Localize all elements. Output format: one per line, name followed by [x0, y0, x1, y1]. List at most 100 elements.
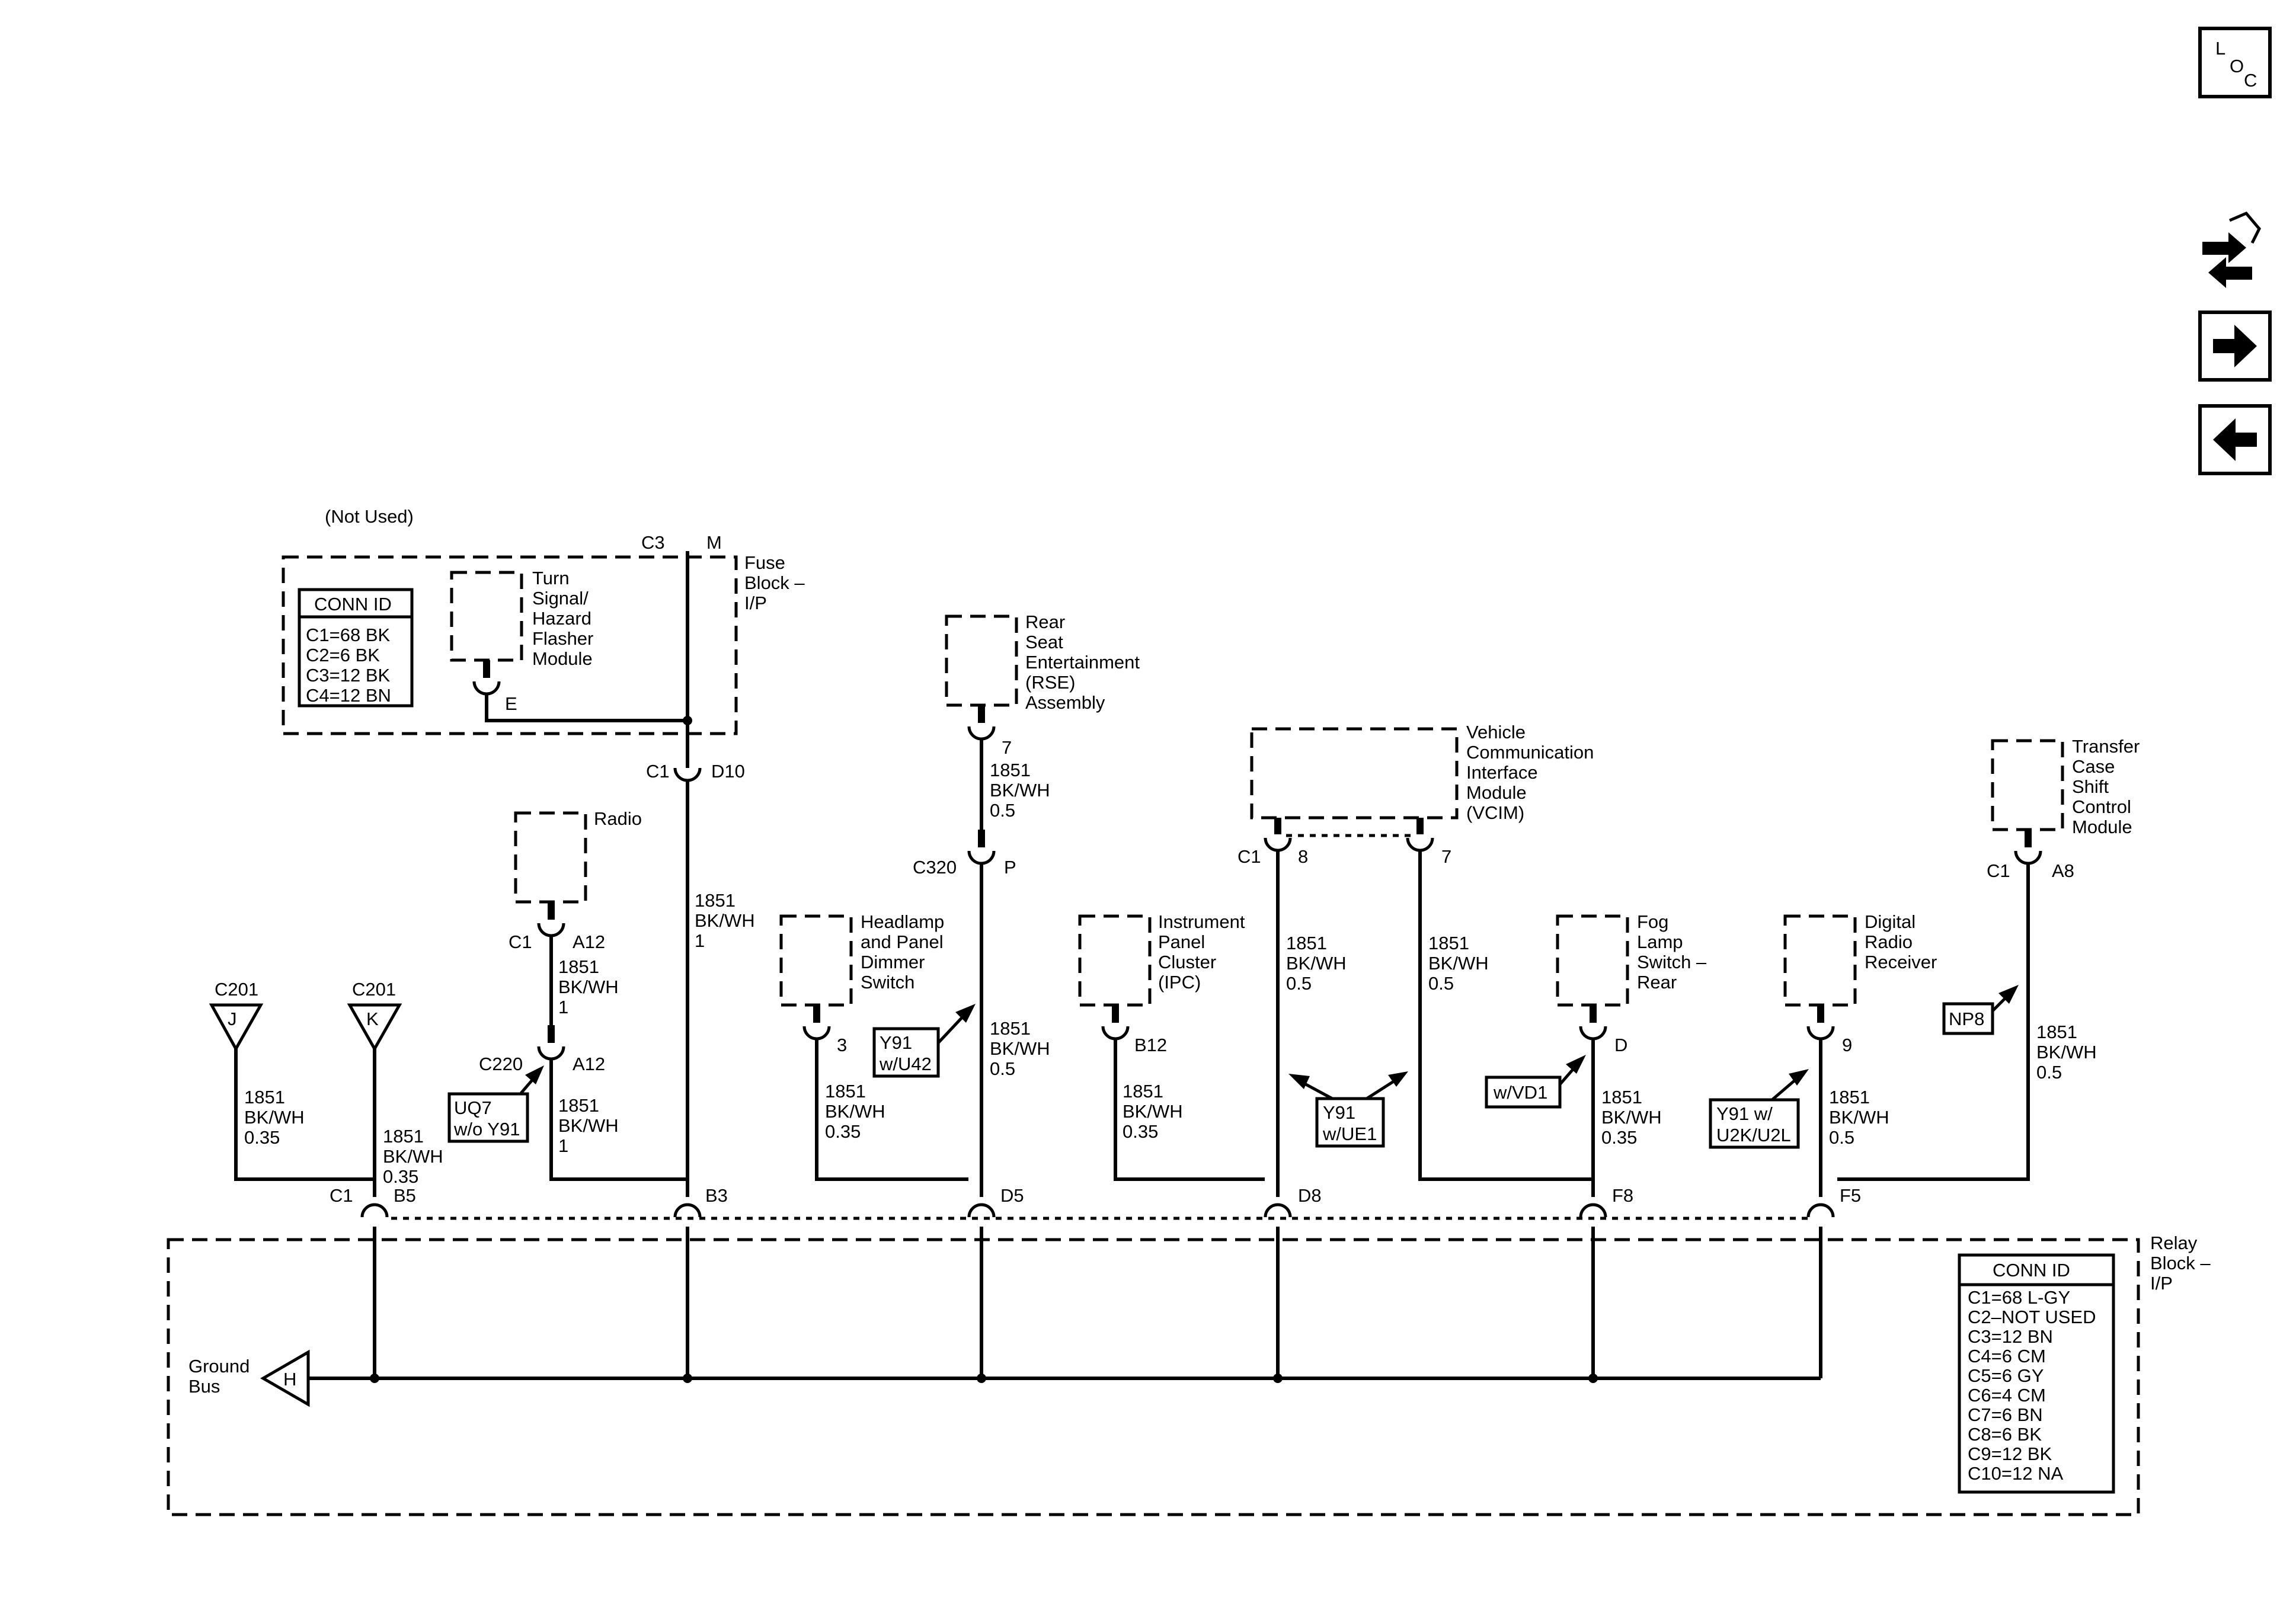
digital-radio-option-tag: Y91 w/ U2K/U2L: [1709, 1069, 1809, 1149]
diagram-label: Case: [2072, 756, 2115, 777]
diagram-label: D: [1614, 1035, 1627, 1055]
diagram-label: C2–NOT USED: [1968, 1307, 2096, 1327]
relay-block-ip: Relay Block – I/P C1 B5 B3 D5 D8 F8 F5: [167, 1185, 2211, 1516]
diagram-label: Block –: [744, 572, 805, 593]
diagram-label: UQ7: [454, 1097, 492, 1118]
diagram-label: BK/WH: [1428, 953, 1489, 974]
diagram-label: Switch: [861, 972, 914, 993]
diagram-label: D5: [1000, 1185, 1024, 1206]
diagram-label: Radio: [1865, 932, 1913, 952]
diagram-label: C6=4 CM: [1968, 1385, 2046, 1406]
right-arrow-icon: [2213, 325, 2257, 367]
diagram-label: C4=6 CM: [1968, 1346, 2046, 1366]
diagram-label: C3=12 BN: [1968, 1326, 2053, 1347]
headlamp-dimmer-switch: Headlamp and Panel Dimmer Switch 3 1851 …: [779, 911, 968, 1181]
diagram-label: C9=12 BK: [1968, 1443, 2052, 1464]
diagram-label: Seat: [1025, 632, 1063, 652]
diagram-label: 0.5: [990, 1058, 1015, 1079]
diagram-label: Control: [2072, 796, 2131, 817]
ground-bus-terminal: H Ground Bus: [188, 1349, 310, 1407]
diagram-label: 0.5: [1428, 973, 1454, 994]
diagram-label: (VCIM): [1466, 802, 1524, 823]
diagram-label: C: [2244, 70, 2257, 91]
diagram-label: Signal/: [532, 588, 589, 609]
diagram-label: D8: [1298, 1185, 1322, 1206]
fuse-block-ip: (Not Used) C3 M Fuse Block – I/P CONN ID…: [282, 506, 805, 1197]
diagram-label: Transfer: [2072, 736, 2140, 757]
diagram-label: Rear: [1637, 972, 1677, 993]
fog-lamp-switch-rear: Fog Lamp Switch – Rear D 1851 BK/WH 0.35…: [1485, 911, 1707, 1197]
diagram-label: Fuse: [744, 552, 785, 573]
diagram-label: C201: [352, 979, 396, 1000]
diagram-label: C3: [641, 532, 665, 553]
vcim-option-tag: Y91 w/UE1: [1288, 1071, 1408, 1148]
diagram-label: C1=68 L-GY: [1968, 1287, 2070, 1308]
diagram-label: BK/WH: [825, 1101, 885, 1122]
diagram-label: 1: [558, 1135, 568, 1156]
diagram-label: BK/WH: [1829, 1107, 1889, 1128]
diagram-label: BK/WH: [1123, 1101, 1183, 1122]
diagram-label: BK/WH: [558, 977, 619, 997]
diagram-label: Rear: [1025, 612, 1065, 632]
diagram-label: Dimmer: [861, 952, 925, 972]
radio: Radio C1 A12 1851 BK/WH 1 C220 A12 1851 …: [447, 808, 687, 1181]
diagram-label: A12: [573, 1054, 605, 1074]
diagram-label: C1: [1237, 846, 1261, 867]
diagram-label: 0.35: [244, 1127, 280, 1148]
loc-button[interactable]: L O C: [2198, 27, 2272, 98]
wrench-arrows-icon[interactable]: [2202, 211, 2261, 288]
diagram-label: 0.5: [990, 800, 1015, 821]
back-arrow-button[interactable]: [2198, 404, 2272, 475]
diagram-label: 1851: [1601, 1087, 1642, 1108]
diagram-label: 8: [1298, 846, 1308, 867]
diagram-label: P: [1004, 857, 1016, 878]
diagram-label: Entertainment: [1025, 652, 1140, 673]
diagram-label: K: [366, 1009, 379, 1029]
transfer-case-shift-control-module: Transfer Case Shift Control Module C1 A8…: [1837, 736, 2140, 1181]
diagram-label: Lamp: [1637, 932, 1683, 952]
diagram-label: A8: [2052, 860, 2074, 881]
diagram-label: 0.35: [1123, 1121, 1158, 1142]
diagram-label: A12: [573, 932, 605, 952]
diagram-label: 1851: [1829, 1087, 1870, 1108]
diagram-label: M: [706, 532, 722, 553]
diagram-label: Switch –: [1637, 952, 1707, 972]
diagram-label: Interface: [1466, 762, 1538, 783]
diagram-label: Bus: [188, 1376, 220, 1397]
diagram-label: Module: [1466, 782, 1527, 803]
diagram-label: Hazard: [532, 608, 591, 629]
diagram-label: 0.5: [1286, 973, 1312, 994]
diagram-label: Y91: [880, 1032, 912, 1053]
diagram-label: w/o Y91: [453, 1119, 520, 1140]
diagram-label: F8: [1612, 1185, 1633, 1206]
diagram-label: J: [228, 1009, 237, 1029]
diagram-label: and Panel: [861, 932, 944, 952]
fuse-conn-id-table: CONN ID C1=68 BK C2=6 BK C3=12 BK C4=12 …: [298, 588, 414, 708]
diagram-label: w/UE1: [1322, 1124, 1377, 1144]
diagram-label: C1: [330, 1185, 353, 1206]
diagram-label: 3: [837, 1035, 847, 1055]
diagram-label: 9: [1842, 1035, 1852, 1055]
rse-assembly: Rear Seat Entertainment (RSE) Assembly 7…: [872, 612, 1140, 1197]
diagram-label: CONN ID: [314, 594, 392, 614]
diagram-label: C1=68 BK: [306, 625, 391, 645]
diagram-label: CONN ID: [1993, 1260, 2070, 1281]
diagram-label: NP8: [1949, 1009, 1984, 1029]
diagram-label: Y91 w/: [1716, 1103, 1773, 1124]
diagram-label: 1: [558, 997, 568, 1017]
diagram-label: H: [283, 1369, 296, 1390]
diagram-label: 1851: [383, 1126, 424, 1147]
diagram-label: 1851: [1123, 1081, 1163, 1102]
fog-option-tag: w/VD1: [1485, 1055, 1586, 1109]
diagram-label: 7: [1441, 846, 1451, 867]
rse-option-tag: Y91 w/U42: [872, 1004, 976, 1078]
diagram-label: I/P: [744, 593, 767, 613]
vcim-module: Vehicle Communication Interface Module (…: [1237, 722, 1594, 1197]
diagram-label: Vehicle: [1466, 722, 1526, 742]
diagram-label: 1851: [1286, 933, 1327, 953]
diagram-label: Cluster: [1158, 952, 1216, 972]
diagram-label: B5: [394, 1185, 416, 1206]
diagram-label: Instrument: [1158, 911, 1245, 932]
forward-arrow-button[interactable]: [2198, 311, 2272, 382]
